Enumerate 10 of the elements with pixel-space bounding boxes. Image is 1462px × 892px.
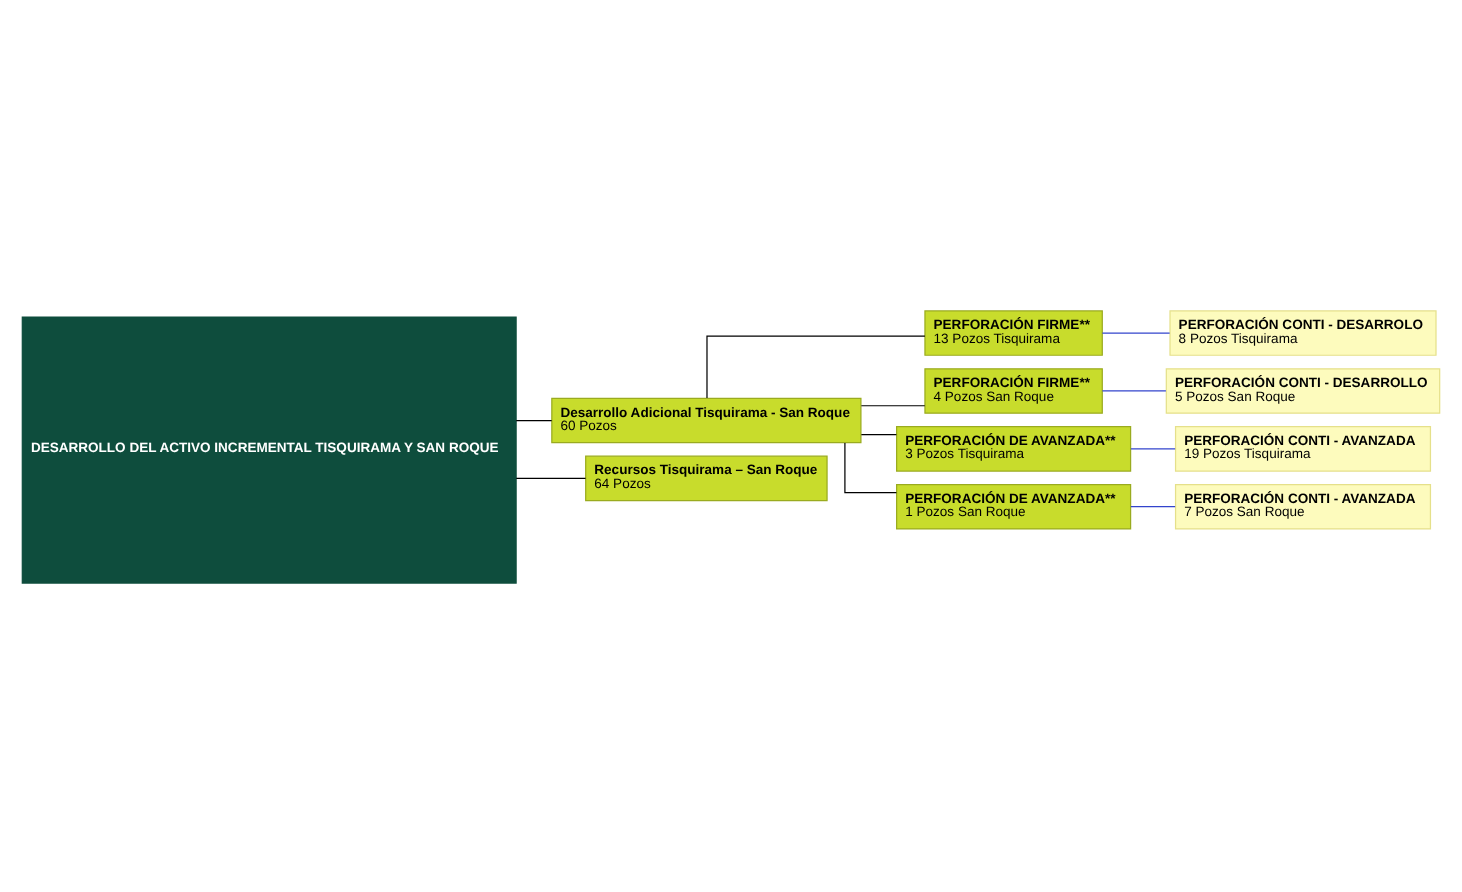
connector bbox=[844, 441, 898, 493]
connector bbox=[1130, 505, 1176, 507]
connector bbox=[860, 404, 926, 406]
connector bbox=[860, 433, 897, 435]
connector bbox=[706, 334, 926, 398]
connector bbox=[515, 476, 587, 478]
connector bbox=[1101, 331, 1171, 333]
connector bbox=[1101, 389, 1167, 391]
connector bbox=[1130, 447, 1176, 449]
connector bbox=[515, 418, 553, 421]
